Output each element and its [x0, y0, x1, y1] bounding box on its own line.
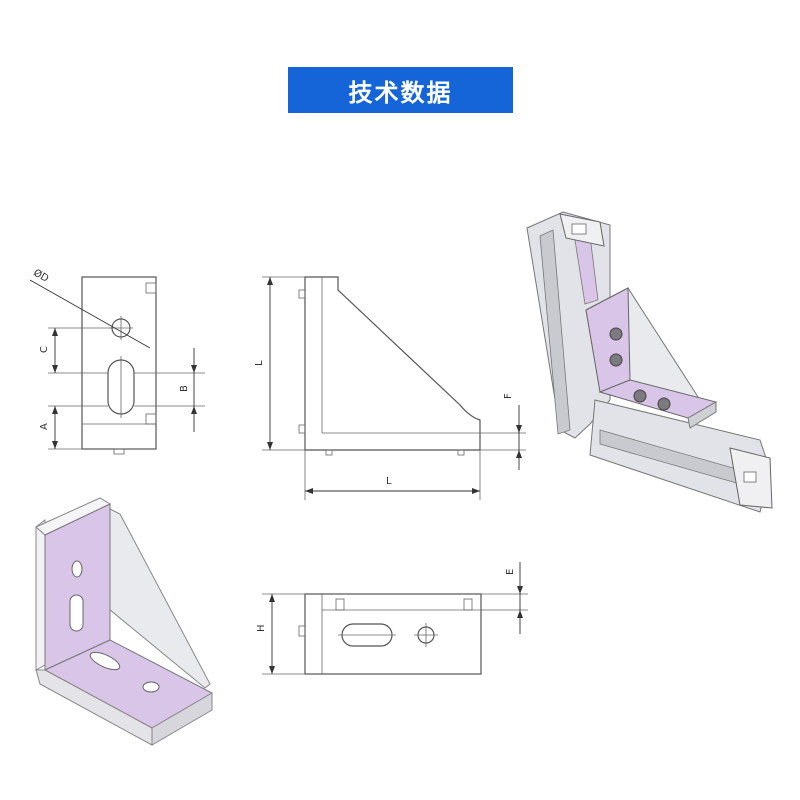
side-view: L L F — [254, 276, 526, 500]
side-view-outline — [304, 276, 481, 451]
dim-l-vertical-label: L — [254, 360, 265, 366]
dim-b-label: B — [179, 385, 190, 392]
dim-e-label: E — [505, 569, 516, 575]
dim-l-horizontal-label: L — [386, 476, 392, 487]
dim-f-label: F — [503, 393, 514, 399]
dim-h-label: H — [256, 624, 267, 632]
title-banner: 技术数据 — [288, 67, 513, 113]
bottom-view: H E — [256, 562, 528, 675]
front-view: ØD C A B — [29, 267, 205, 455]
dim-a-label: A — [39, 423, 50, 430]
bracket-3d — [35, 497, 214, 746]
dim-c-label: C — [39, 346, 50, 353]
bottom-view-outline — [304, 593, 482, 675]
front-view-outline — [81, 276, 157, 450]
title-text: 技术数据 — [348, 78, 453, 107]
assembly-3d — [526, 211, 773, 513]
